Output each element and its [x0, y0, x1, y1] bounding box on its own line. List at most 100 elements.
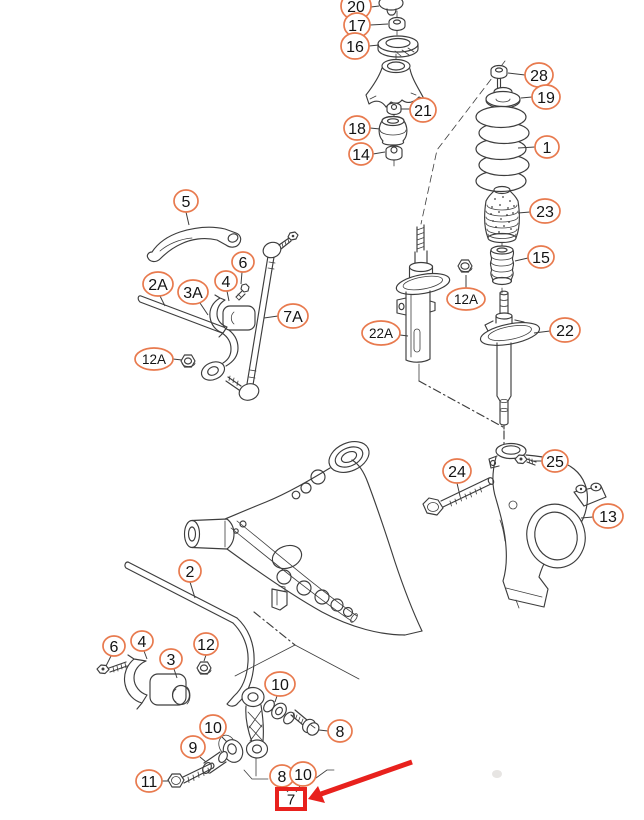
svg-text:10: 10	[271, 677, 289, 694]
callout-24[interactable]: 24	[442, 458, 472, 484]
callout-19[interactable]: 19	[531, 84, 561, 110]
clamp-bolt-lower	[96, 661, 128, 675]
svg-text:20: 20	[347, 0, 365, 16]
leader-line	[520, 96, 533, 99]
callout-2[interactable]: 2	[178, 559, 202, 583]
svg-text:2: 2	[186, 564, 195, 581]
callout-22a[interactable]: 22A	[361, 320, 401, 346]
leader-line	[533, 330, 551, 334]
callout-23[interactable]: 23	[529, 198, 561, 224]
svg-text:19: 19	[537, 90, 555, 107]
coil-spring-parts	[475, 64, 530, 286]
leader-line	[456, 482, 461, 497]
svg-text:28: 28	[530, 68, 548, 85]
svg-text:12A: 12A	[454, 292, 478, 307]
svg-text:22A: 22A	[369, 326, 393, 341]
svg-text:13: 13	[599, 509, 617, 526]
leader-line	[189, 581, 196, 599]
strut-left	[395, 224, 451, 382]
leader-line	[199, 756, 207, 763]
leader-line	[185, 211, 190, 226]
coil-spring	[475, 105, 530, 193]
svg-text:6: 6	[110, 639, 119, 656]
callout-10[interactable]: 10	[264, 671, 296, 697]
sleeve-9	[202, 751, 228, 774]
leader-line	[370, 5, 380, 8]
svg-text:4: 4	[222, 274, 231, 291]
leader-line	[199, 302, 209, 316]
callout-4[interactable]: 4	[130, 630, 154, 652]
callout-5[interactable]: 5	[173, 189, 199, 213]
svg-text:6: 6	[239, 255, 248, 272]
callout-11[interactable]: 11	[135, 769, 163, 793]
svg-text:8: 8	[336, 724, 345, 741]
callout-4[interactable]: 4	[214, 270, 238, 292]
svg-text:3: 3	[167, 652, 176, 669]
highlight-annotation: 7	[275, 759, 413, 811]
svg-text:1: 1	[543, 140, 552, 157]
bump-stop	[489, 245, 515, 286]
svg-text:10: 10	[294, 767, 312, 784]
svg-text:23: 23	[536, 204, 554, 221]
callout-9[interactable]: 9	[180, 735, 206, 759]
svg-text:22: 22	[556, 323, 574, 340]
exploded-drawing	[96, 0, 607, 788]
callout-18[interactable]: 18	[343, 115, 371, 141]
callout-16[interactable]: 16	[340, 32, 370, 60]
callout-25[interactable]: 25	[541, 449, 569, 473]
callout-10[interactable]: 10	[289, 761, 317, 787]
callout-14[interactable]: 14	[348, 142, 374, 166]
svg-text:15: 15	[532, 250, 550, 267]
strut-mount-parts	[365, 0, 425, 161]
callout-1[interactable]: 1	[534, 135, 560, 159]
callout-3[interactable]: 3	[159, 648, 183, 670]
callout-3a[interactable]: 3A	[177, 279, 209, 305]
svg-text:3A: 3A	[183, 285, 203, 302]
steering-knuckle	[422, 442, 607, 609]
dust-boot	[484, 185, 520, 244]
leader-line	[369, 23, 389, 26]
callout-12[interactable]: 12	[193, 632, 219, 656]
svg-text:16: 16	[346, 39, 364, 56]
svg-text:21: 21	[414, 103, 432, 120]
callout-6[interactable]: 6	[102, 635, 126, 657]
svg-text:5: 5	[182, 194, 191, 211]
leader-line	[517, 211, 531, 214]
nut-12a-right	[457, 259, 473, 273]
callout-12a[interactable]: 12A	[134, 347, 174, 371]
leader-line	[203, 654, 207, 662]
strut-right	[479, 290, 541, 430]
callout-8[interactable]: 8	[327, 719, 353, 743]
callout-28[interactable]: 28	[524, 62, 554, 88]
highlighted-callout-7[interactable]: 7	[275, 787, 307, 811]
callout-12a[interactable]: 12A	[446, 287, 486, 311]
annotation-arrowhead	[308, 786, 325, 803]
callout-13[interactable]: 13	[592, 503, 624, 529]
callout-21[interactable]: 21	[409, 97, 437, 123]
svg-text:8: 8	[278, 769, 287, 786]
leader-line	[143, 650, 148, 660]
leader-line	[226, 290, 230, 302]
leader-line	[173, 668, 178, 679]
svg-text:14: 14	[352, 147, 370, 164]
svg-text:10: 10	[204, 720, 222, 737]
leader-line	[580, 516, 594, 519]
callout-7a[interactable]: 7A	[277, 303, 309, 329]
leader-line	[368, 44, 380, 47]
callout-15[interactable]: 15	[527, 245, 555, 269]
leader-line	[517, 146, 536, 149]
nut-12	[196, 661, 212, 675]
callout-10[interactable]: 10	[199, 714, 227, 740]
leader-line	[274, 695, 278, 703]
callout-6[interactable]: 6	[231, 251, 255, 273]
svg-text:17: 17	[348, 18, 366, 35]
callout-2a[interactable]: 2A	[142, 271, 174, 297]
callout-22[interactable]: 22	[549, 317, 581, 343]
annotation-arrow	[320, 759, 413, 797]
svg-text:11: 11	[141, 774, 158, 791]
bushing-3a	[222, 305, 256, 331]
leader-line	[263, 315, 279, 319]
svg-text:7A: 7A	[283, 309, 303, 326]
svg-text:25: 25	[546, 454, 564, 471]
